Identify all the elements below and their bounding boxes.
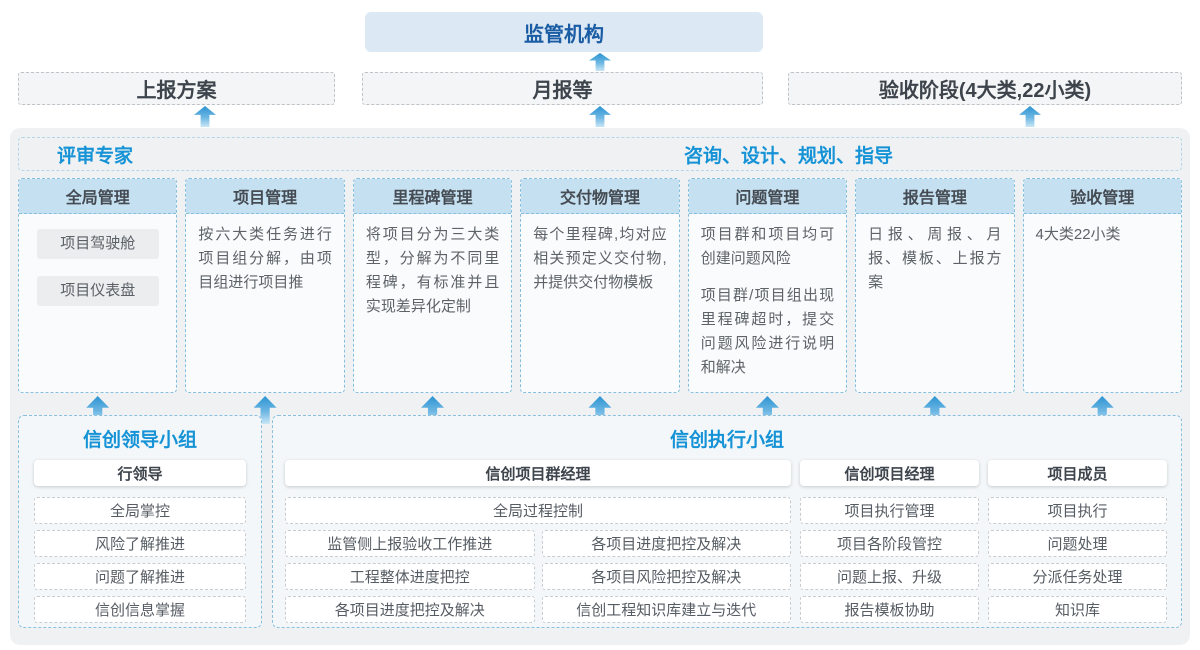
pg-duty-subcolumn: 各项目进度把控及解决 各项目风险把控及解决 信创工程知识库建立与迭代 [541, 530, 791, 629]
project-member-group: 项目成员 项目执行 问题处理 分派任务处理 知识库 [988, 460, 1167, 629]
member-duty-item: 知识库 [988, 596, 1167, 623]
regulator-box: 监管机构 [365, 12, 763, 52]
leader-duty-item: 信创信息掌握 [34, 596, 246, 623]
monthly-report-box: 月报等 [362, 72, 763, 105]
column-text: 日报、周报、月报、模板、上报方案 [868, 226, 1002, 291]
column-milestone-mgmt: 里程碑管理 将项目分为三大类型，分解为不同里程碑，有标准并且实现差异化定制 [352, 178, 513, 393]
pg-duty-subcolumn: 监管侧上报验收工作推进 工程整体进度把控 各项目进度把控及解决 [285, 530, 535, 629]
leader-duty-item: 问题了解推进 [34, 563, 246, 590]
column-title: 交付物管理 [521, 179, 679, 214]
column-body: 项目群和项目均可创建问题风险 项目群/项目组出现里程碑超时，提交问题风险进行说明… [689, 214, 846, 389]
column-body: 每个里程碑,均对应相关预定义交付物,并提供交付物模板 [521, 214, 678, 304]
role-header-project-manager: 信创项目经理 [800, 460, 979, 486]
pill-item: 项目仪表盘 [36, 276, 159, 306]
column-title: 全局管理 [19, 179, 177, 214]
management-columns: 全局管理 项目驾驶舱 项目仪表盘 项目管理 按六大类任务进行项目组分解，由项目组… [18, 178, 1182, 393]
pg-duty-item: 各项目风险把控及解决 [541, 563, 791, 590]
role-header-project-member: 项目成员 [988, 460, 1167, 486]
column-body: 项目驾驶舱 项目仪表盘 [19, 214, 176, 315]
leader-group-title: 信创领导小组 [82, 430, 197, 451]
up-arrow-icon [589, 106, 611, 127]
role-header-program-manager: 信创项目群经理 [285, 460, 791, 486]
pm-duty-item: 项目执行管理 [800, 497, 979, 524]
leader-duty-item: 风险了解推进 [34, 530, 246, 557]
column-title: 项目管理 [186, 179, 344, 214]
pill-item: 项目驾驶舱 [36, 229, 159, 259]
column-global-mgmt: 全局管理 项目驾驶舱 项目仪表盘 [18, 178, 178, 393]
pm-duty-item: 问题上报、升级 [800, 563, 979, 590]
pm-duty-item: 报告模板协助 [800, 596, 979, 623]
pg-duty-item: 各项目进度把控及解决 [285, 596, 535, 623]
column-body: 4大类22小类 [1024, 214, 1181, 256]
pg-duty-item: 工程整体进度把控 [285, 563, 535, 590]
column-issue-mgmt: 问题管理 项目群和项目均可创建问题风险 项目群/项目组出现里程碑超时，提交问题风… [687, 178, 848, 393]
column-text: 项目群和项目均可创建问题风险 [700, 226, 835, 267]
exec-group-title: 信创执行小组 [669, 430, 784, 451]
column-title: 里程碑管理 [353, 179, 512, 214]
column-body: 日报、周报、月报、模板、上报方案 [856, 214, 1013, 304]
consult-label: 咨询、设计、规划、指导 [684, 145, 894, 167]
up-arrow-icon [589, 53, 611, 71]
pg-duty-columns: 监管侧上报验收工作推进 工程整体进度把控 各项目进度把控及解决 各项目进度把控及… [285, 530, 791, 629]
project-manager-group: 信创项目经理 项目执行管理 项目各阶段管控 问题上报、升级 报告模板协助 [800, 460, 979, 629]
member-duty-item: 项目执行 [988, 497, 1167, 524]
pg-duty-item: 信创工程知识库建立与迭代 [541, 596, 791, 623]
column-body: 将项目分为三大类型，分解为不同里程碑，有标准并且实现差异化定制 [354, 214, 511, 328]
pm-duty-item: 项目各阶段管控 [800, 530, 979, 557]
role-header-bank-leader: 行领导 [34, 460, 246, 486]
bottom-groups: 信创领导小组 行领导 全局掌控 风险了解推进 问题了解推进 信创信息掌握 信创执… [18, 415, 1182, 628]
column-title: 问题管理 [688, 179, 847, 214]
exec-group-box: 信创执行小组 信创项目群经理 全局过程控制 监管侧上报验收工作推进 工程整体进度… [272, 415, 1182, 628]
column-acceptance-mgmt: 验收管理 4大类22小类 [1022, 178, 1182, 393]
pg-duty-item: 各项目进度把控及解决 [541, 530, 791, 557]
pg-duty-item: 全局过程控制 [285, 497, 791, 524]
column-project-mgmt: 项目管理 按六大类任务进行项目组分解，由项目组进行项目推 [185, 178, 345, 393]
column-text: 每个里程碑,均对应相关预定义交付物,并提供交付物模板 [533, 226, 667, 291]
member-duty-item: 分派任务处理 [988, 563, 1167, 590]
column-deliverable-mgmt: 交付物管理 每个里程碑,均对应相关预定义交付物,并提供交付物模板 [520, 178, 680, 393]
column-title: 验收管理 [1023, 179, 1181, 214]
column-title: 报告管理 [856, 179, 1014, 214]
report-plan-box: 上报方案 [18, 72, 335, 105]
column-text: 4大类22小类 [1035, 226, 1121, 243]
column-body: 按六大类任务进行项目组分解，由项目组进行项目推 [186, 214, 343, 304]
review-expert-label: 评审专家 [57, 145, 134, 167]
program-manager-group: 信创项目群经理 全局过程控制 监管侧上报验收工作推进 工程整体进度把控 各项目进… [285, 460, 791, 629]
column-text: 项目群/项目组出现里程碑超时，提交问题风险进行说明和解决 [700, 287, 835, 376]
up-arrow-icon [194, 106, 216, 127]
leader-duty-item: 全局掌控 [34, 497, 246, 524]
column-text: 按六大类任务进行项目组分解，由项目组进行项目推 [198, 226, 332, 291]
up-arrow-icon [1019, 106, 1041, 127]
pg-duty-item: 监管侧上报验收工作推进 [285, 530, 535, 557]
advisor-header-bar: 评审专家 咨询、设计、规划、指导 [18, 137, 1182, 171]
leader-group-box: 信创领导小组 行领导 全局掌控 风险了解推进 问题了解推进 信创信息掌握 [18, 415, 262, 628]
column-report-mgmt: 报告管理 日报、周报、月报、模板、上报方案 [855, 178, 1015, 393]
acceptance-phase-box: 验收阶段(4大类,22小类) [788, 72, 1182, 105]
column-text: 将项目分为三大类型，分解为不同里程碑，有标准并且实现差异化定制 [365, 226, 500, 315]
exec-columns: 信创项目群经理 全局过程控制 监管侧上报验收工作推进 工程整体进度把控 各项目进… [285, 460, 1167, 629]
member-duty-item: 问题处理 [988, 530, 1167, 557]
main-panel: 评审专家 咨询、设计、规划、指导 全局管理 项目驾驶舱 项目仪表盘 项目管理 按… [10, 128, 1190, 645]
